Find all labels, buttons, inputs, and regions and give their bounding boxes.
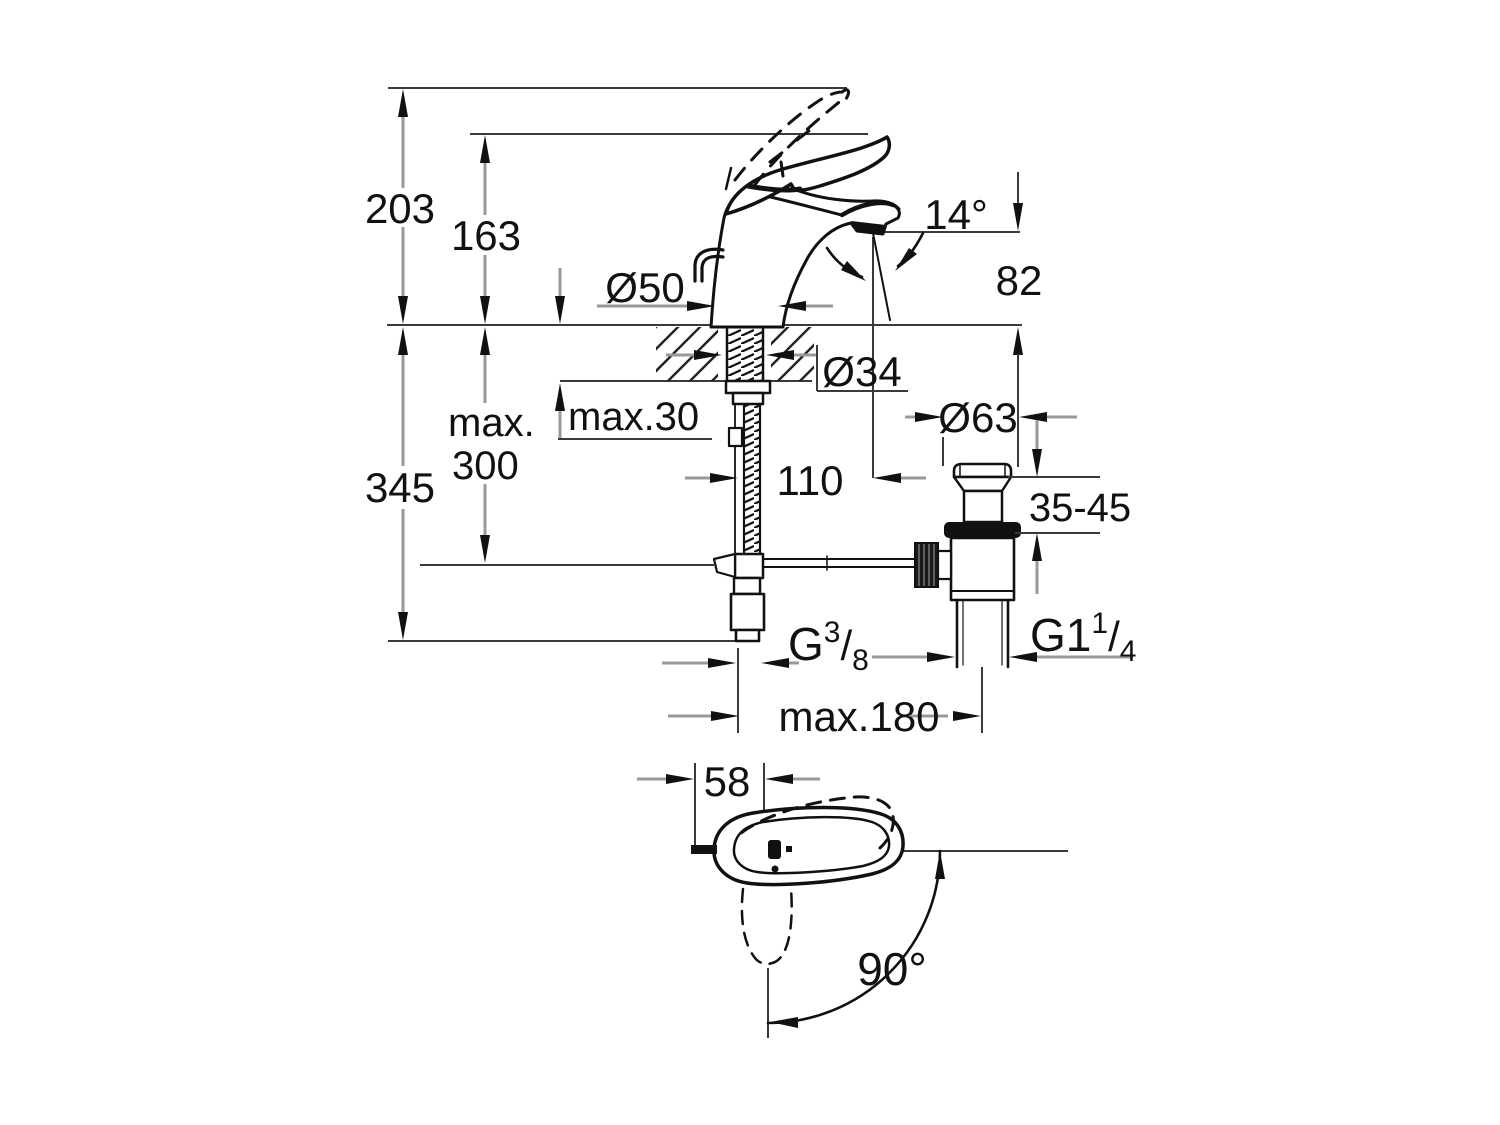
reference-lines xyxy=(387,87,1022,642)
faucet-top xyxy=(691,795,905,966)
locknut-flange xyxy=(724,379,772,395)
handle-pin xyxy=(771,865,779,873)
waste-lower-body xyxy=(949,536,1016,602)
hose-nut-top xyxy=(732,576,762,596)
handle-outline-inner xyxy=(732,815,891,875)
dim-58: 58 xyxy=(704,758,751,805)
dim-max: max. xyxy=(448,401,535,445)
shank-threads xyxy=(728,328,763,380)
locknut xyxy=(731,391,765,406)
dimension-labels: 203 163 345 max. 300 max.30 Ø50 Ø34 110 … xyxy=(365,185,1136,740)
dim-163: 163 xyxy=(451,212,521,259)
dim-d63: Ø63 xyxy=(938,394,1017,441)
handle-down-dashed xyxy=(740,887,793,966)
front-view: 203 163 345 max. 300 max.30 Ø50 Ø34 110 … xyxy=(365,87,1136,740)
top-view-labels: 58 90° xyxy=(704,758,927,995)
body-lever-gap xyxy=(792,187,901,211)
waste-upper-body xyxy=(962,489,1004,524)
dim-g38: G3/8 xyxy=(788,616,869,677)
handle-swivelled-dashed xyxy=(739,795,895,850)
faucet-front xyxy=(693,88,901,329)
lever-raised-dashed xyxy=(733,88,851,188)
supply-nut xyxy=(729,592,766,632)
swivel-arc xyxy=(766,849,942,1025)
popup-rod-top xyxy=(691,845,717,854)
rod-clamp xyxy=(727,426,744,448)
dim-300: 300 xyxy=(452,444,519,488)
hinge-tick xyxy=(724,166,733,191)
plug-neck xyxy=(952,475,1013,493)
dim-max180: max.180 xyxy=(778,693,939,740)
waste-flange xyxy=(944,522,1021,538)
plug-cap xyxy=(952,462,1013,479)
aerator xyxy=(851,221,886,235)
top-view-dimensions xyxy=(637,763,1068,1038)
handle-outline-outer xyxy=(712,805,905,887)
dim-14deg: 14° xyxy=(924,191,988,238)
rod-cone-fitting xyxy=(712,552,737,579)
drain-assembly xyxy=(914,462,1021,733)
dim-90deg: 90° xyxy=(857,943,927,995)
dim-203: 203 xyxy=(365,185,435,232)
top-view: 58 90° xyxy=(637,758,1068,1038)
rod-knob xyxy=(914,542,939,588)
supply-nut-cap xyxy=(734,628,761,643)
handle-slot xyxy=(768,840,781,859)
dim-d34: Ø34 xyxy=(822,348,901,395)
popup-knob xyxy=(693,247,725,283)
dim-g114: G11/4 xyxy=(1030,607,1136,668)
dim-345: 345 xyxy=(365,464,435,511)
dim-d50: Ø50 xyxy=(605,264,684,311)
rod-tee xyxy=(733,552,765,580)
dim-3545: 35-45 xyxy=(1029,486,1131,530)
dimension-lines xyxy=(398,89,1133,733)
dim-110: 110 xyxy=(777,457,844,504)
under-counter-parts xyxy=(712,326,916,643)
knob-neck xyxy=(936,549,953,581)
hose-threads xyxy=(745,404,759,560)
dim-max30: max.30 xyxy=(568,395,699,439)
handle-dot xyxy=(786,846,792,852)
dim-82: 82 xyxy=(996,257,1043,304)
